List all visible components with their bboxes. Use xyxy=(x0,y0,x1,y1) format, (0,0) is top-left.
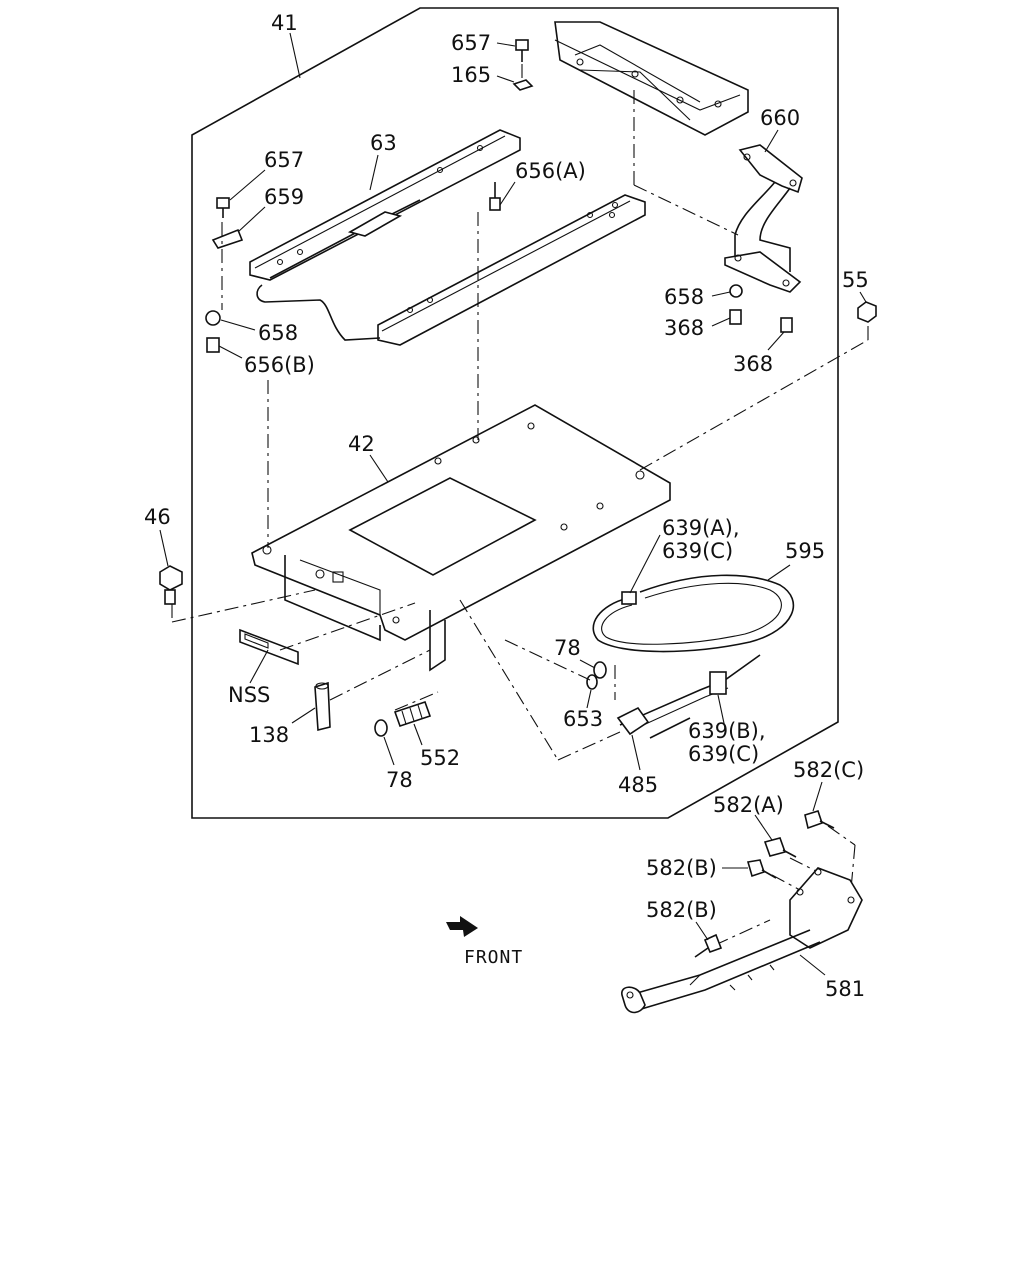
leader-78a xyxy=(579,659,596,669)
nut-658-right xyxy=(729,284,743,298)
callout-657-left: 657 xyxy=(264,148,304,172)
leader-659 xyxy=(237,206,266,233)
callout-46: 46 xyxy=(144,505,171,529)
callout-368-lower: 368 xyxy=(733,352,773,376)
o-ring-78-top xyxy=(593,661,607,679)
bolt-582b-lower xyxy=(694,933,723,958)
leader-165 xyxy=(496,75,515,83)
slide-rail-63 xyxy=(249,129,646,346)
callout-552: 552 xyxy=(420,746,460,770)
callout-582b-upper: 582(B) xyxy=(646,856,717,880)
nut-55 xyxy=(857,301,877,323)
callout-656b: 656(B) xyxy=(244,353,315,377)
nut-658-left xyxy=(205,310,221,326)
callout-639b-line1: 639(B), xyxy=(688,719,766,743)
callout-660: 660 xyxy=(760,106,800,130)
callout-595: 595 xyxy=(785,539,825,563)
callout-582a: 582(A) xyxy=(713,793,784,817)
callout-639a-line2: 639(C) xyxy=(662,539,733,563)
leader-46 xyxy=(159,529,169,567)
leader-485 xyxy=(631,734,641,771)
label-nss xyxy=(239,628,299,666)
pin-138 xyxy=(314,681,331,732)
callout-42: 42 xyxy=(348,432,375,456)
callout-656a: 656(A) xyxy=(515,159,586,183)
leader-581 xyxy=(799,954,826,976)
harness-595 xyxy=(592,574,795,739)
leader-658b xyxy=(711,291,731,297)
seat-base-plate-42 xyxy=(251,404,671,672)
callout-nss: NSS xyxy=(228,683,270,707)
callout-657-top: 657 xyxy=(451,31,491,55)
leader-368b xyxy=(767,331,785,351)
leader-582b2 xyxy=(695,921,709,941)
leader-660 xyxy=(764,129,779,153)
bracket-581 xyxy=(621,867,863,1014)
bolt-368-b xyxy=(780,317,793,333)
callout-55: 55 xyxy=(842,268,869,292)
callout-63: 63 xyxy=(370,131,397,155)
hardware-657-top xyxy=(515,39,529,62)
assembly-outline-41 xyxy=(191,7,839,819)
leader-657b xyxy=(229,169,266,201)
alignment-lines xyxy=(171,64,869,946)
leader-656b xyxy=(218,345,243,359)
leader-42 xyxy=(369,454,389,483)
callout-78-bottom: 78 xyxy=(386,768,413,792)
callout-138: 138 xyxy=(249,723,289,747)
leader-595 xyxy=(767,564,791,581)
bolt-656a xyxy=(489,182,501,211)
leader-658a xyxy=(220,319,256,331)
leader-63 xyxy=(369,154,379,191)
leader-657a xyxy=(496,42,516,47)
callout-658-right: 658 xyxy=(664,285,704,309)
leader-552 xyxy=(413,723,423,746)
callout-78-top: 78 xyxy=(554,636,581,660)
leader-582a xyxy=(754,814,773,841)
callout-582c: 582(C) xyxy=(793,758,864,782)
leader-582c xyxy=(812,781,823,812)
leader-78b xyxy=(383,736,395,766)
callout-658-left: 658 xyxy=(258,321,298,345)
bolt-46 xyxy=(159,565,183,605)
leader-639b xyxy=(717,694,726,729)
leader-653 xyxy=(586,689,592,709)
front-arrow-icon xyxy=(446,916,478,937)
bolt-582b-upper xyxy=(746,859,777,879)
leader-55 xyxy=(859,291,867,303)
bolt-582c xyxy=(804,810,835,830)
o-ring-78-bottom xyxy=(374,719,388,737)
callout-165: 165 xyxy=(451,63,491,87)
bolt-656b xyxy=(206,337,220,353)
front-label: FRONT xyxy=(464,947,523,968)
o-ring-653 xyxy=(586,674,598,690)
clip-165 xyxy=(512,79,534,91)
callout-368-upper: 368 xyxy=(664,316,704,340)
callout-485: 485 xyxy=(618,773,658,797)
leader-656a xyxy=(499,181,516,206)
callout-653: 653 xyxy=(563,707,603,731)
leader-368a xyxy=(711,317,731,327)
bolt-368-a xyxy=(729,309,742,325)
leader-639a xyxy=(629,534,661,594)
callout-659: 659 xyxy=(264,185,304,209)
callout-581: 581 xyxy=(825,977,865,1001)
callout-639b-line2: 639(C) xyxy=(688,742,759,766)
vehicle-frame-rails xyxy=(554,21,749,136)
leader-nss xyxy=(249,649,269,684)
callout-41: 41 xyxy=(271,11,298,35)
fitting-552 xyxy=(393,700,432,728)
callout-582b-lower: 582(B) xyxy=(646,898,717,922)
leader-138 xyxy=(291,707,316,724)
leader-41 xyxy=(289,32,301,79)
clip-659 xyxy=(211,228,244,249)
bracket-660 xyxy=(724,144,803,293)
bolt-582a xyxy=(763,837,797,858)
bolt-657-left xyxy=(216,197,230,218)
callout-639a-line1: 639(A), xyxy=(662,516,740,540)
